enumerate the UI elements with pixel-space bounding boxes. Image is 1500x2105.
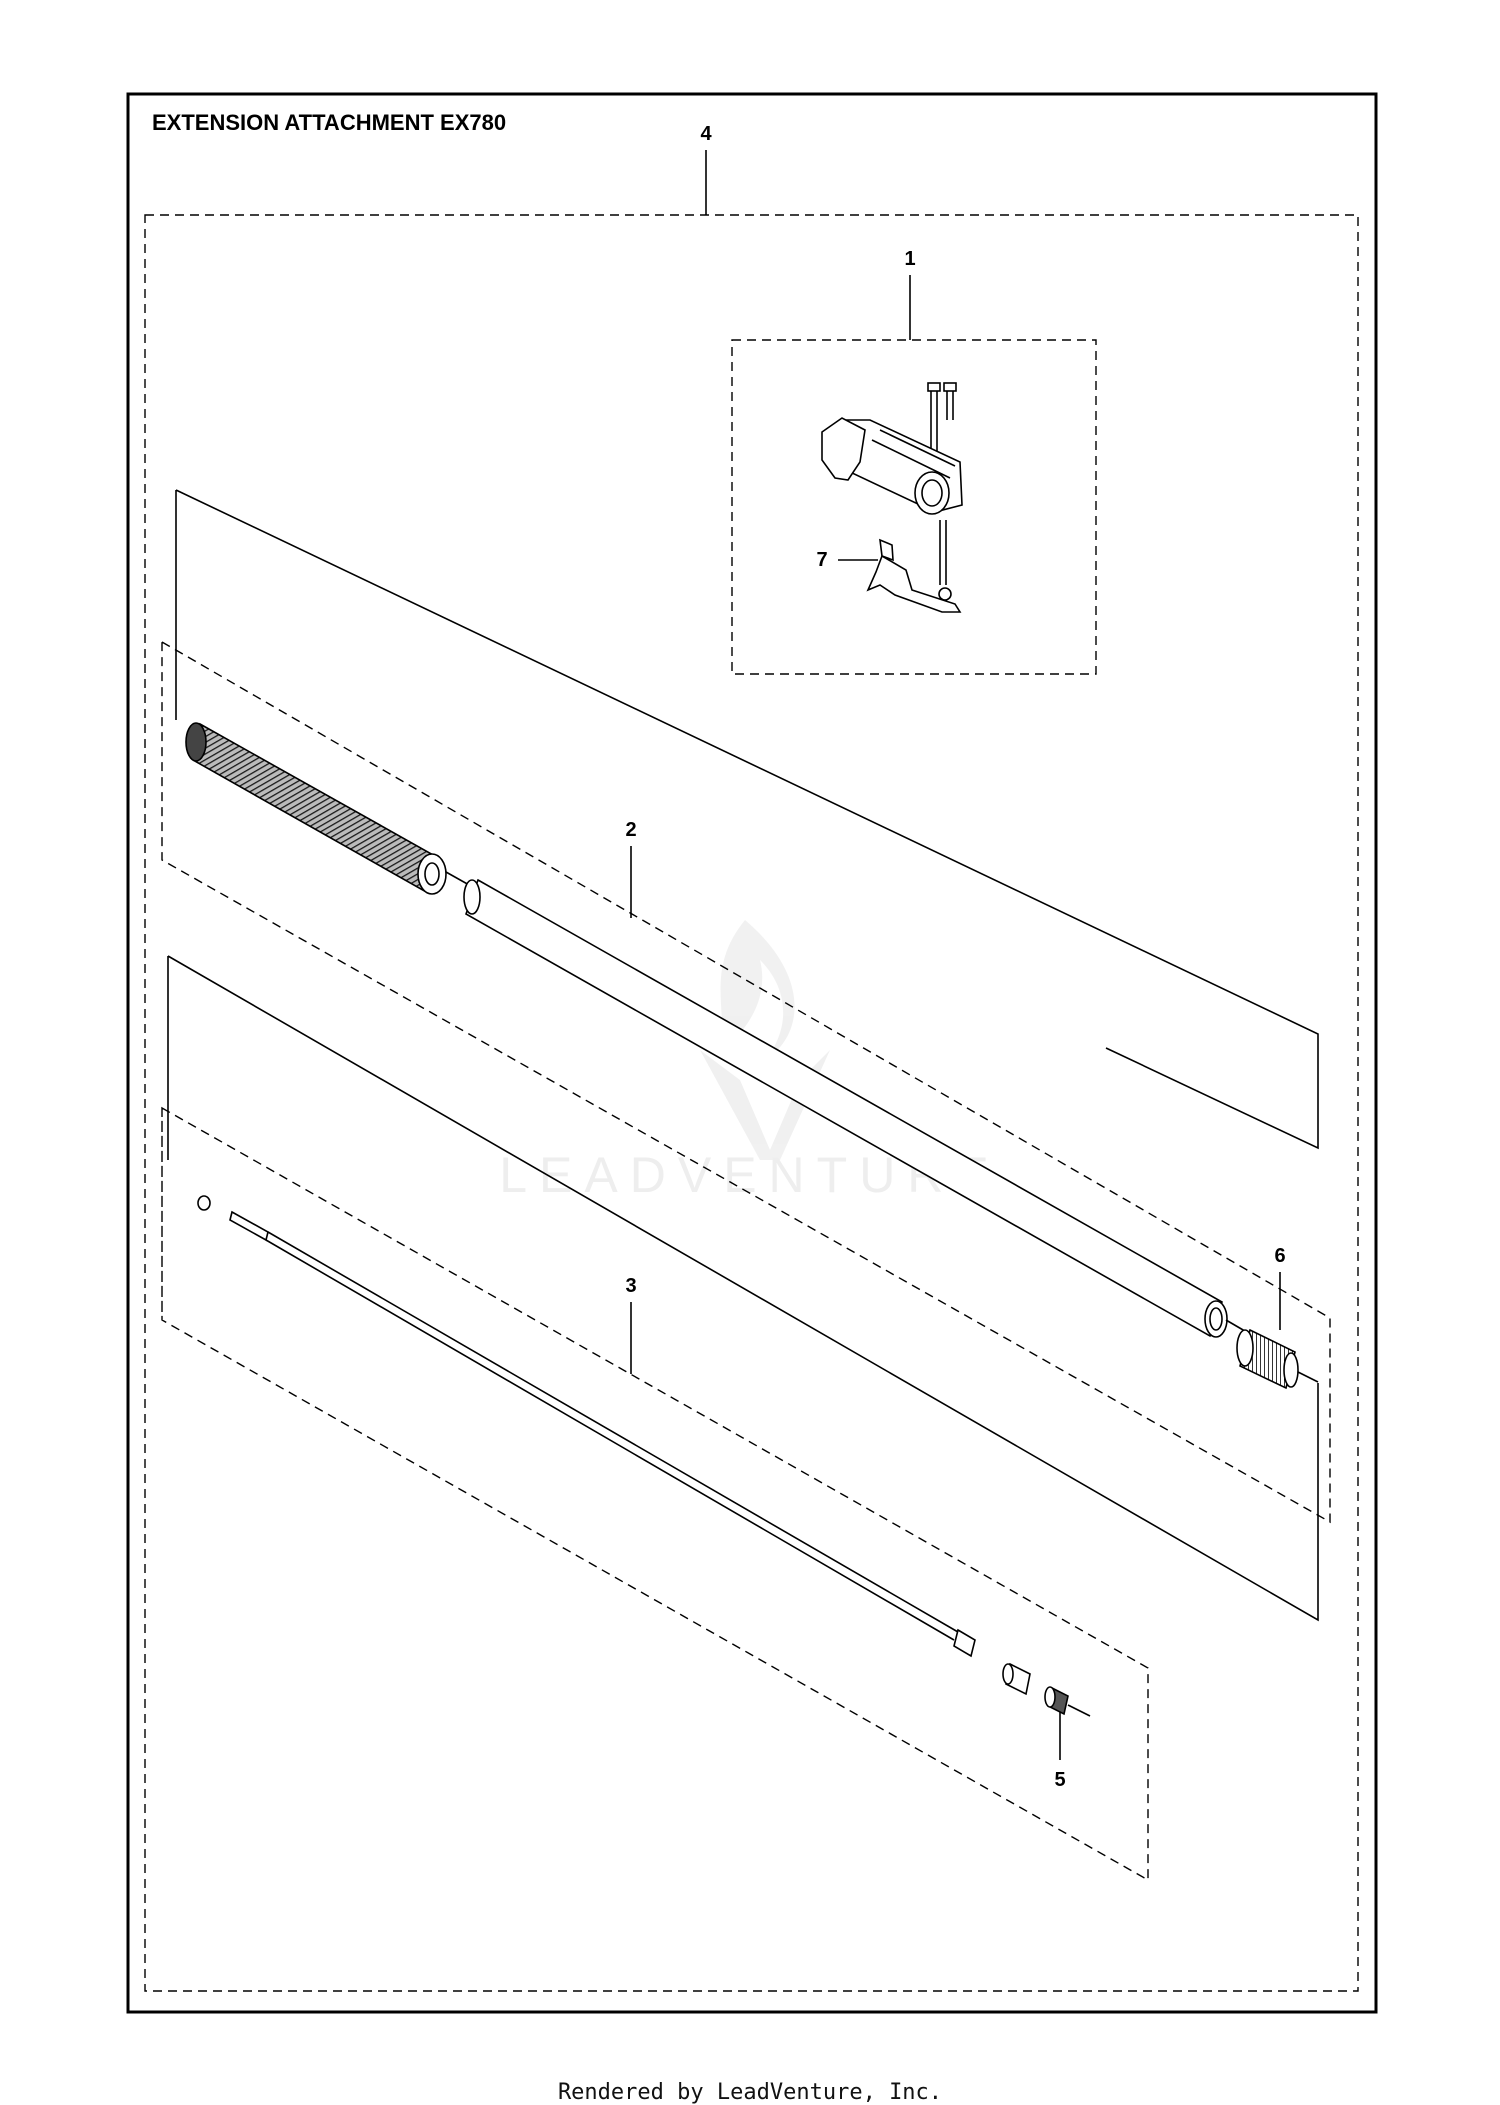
- callout-1-group: 1: [731, 248, 1097, 675]
- callout-5: 5: [1054, 1769, 1065, 1791]
- callout-2: 2: [625, 819, 636, 841]
- callout-2-group: 2: [161, 640, 1331, 1524]
- diagram-title: EXTENSION ATTACHMENT EX780: [152, 110, 506, 135]
- callout-7-group: 7: [816, 538, 962, 613]
- callout-7: 7: [816, 549, 827, 571]
- driveshaft-kit-outline: [167, 955, 1319, 1622]
- callout-5-group: 5: [1002, 1662, 1091, 1791]
- callout-6-group: 6: [1236, 1245, 1319, 1390]
- coupling-clamp: [821, 382, 963, 585]
- drive-shaft: [197, 1195, 976, 1658]
- callout-6: 6: [1274, 1245, 1285, 1267]
- outer-frame: [126, 92, 1378, 2014]
- callout-3: 3: [625, 1275, 636, 1297]
- callout-4-group: 4: [144, 123, 1359, 1992]
- callout-4: 4: [700, 123, 712, 145]
- footer-credit: Rendered by LeadVenture, Inc.: [557, 2080, 943, 2105]
- shaft-tube: [463, 878, 1251, 1338]
- knurled-grip: [185, 722, 479, 895]
- callout-1: 1: [904, 248, 915, 270]
- callout-3-group: 3: [161, 1106, 1149, 1882]
- tube-kit-outline: [175, 489, 1319, 1150]
